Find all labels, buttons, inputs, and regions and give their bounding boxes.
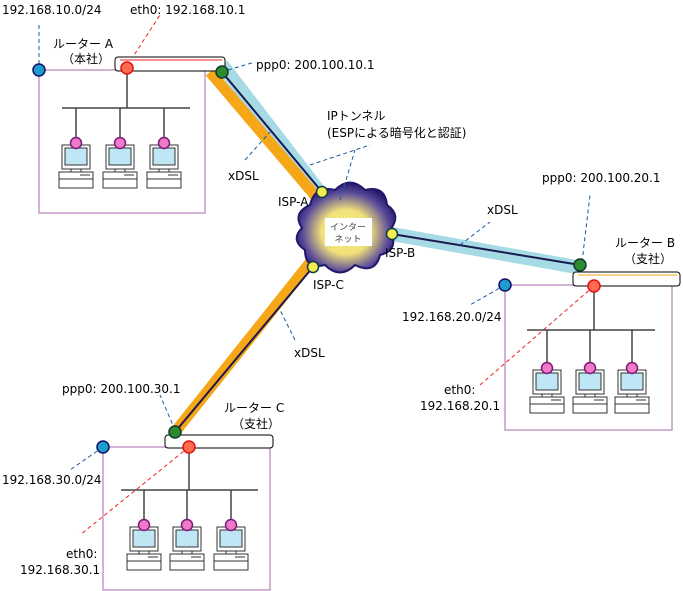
- isp-band: [216, 60, 584, 275]
- ppp0-b-label: ppp0: 200.100.20.1: [542, 171, 661, 185]
- xdsl-label-a: xDSL: [228, 169, 259, 183]
- router-c[interactable]: [164, 434, 274, 449]
- pc-b2: [572, 369, 608, 414]
- pc-b3: [614, 369, 650, 414]
- pc-a3: [146, 144, 182, 189]
- ppp0-a-label: ppp0: 200.100.10.1: [256, 58, 375, 72]
- router-b-type: （支社）: [624, 251, 672, 266]
- eth0-b-dot: [587, 279, 601, 293]
- isp-c-label: ISP-C: [313, 278, 344, 292]
- isp-a-label: ISP-A: [278, 195, 309, 209]
- xdsl-label-c: xDSL: [294, 346, 325, 360]
- internet-label-box: [325, 218, 372, 246]
- ppp0-a-dot: [215, 65, 229, 79]
- router-b-name: ルーター B: [615, 236, 675, 250]
- isp-a-dot: [315, 185, 329, 199]
- pc-c1: [126, 526, 162, 571]
- xdsl-label-b: xDSL: [487, 203, 518, 217]
- pc-c3: [213, 526, 249, 571]
- pc-a1: [58, 144, 94, 189]
- internet-label-2: ネット: [334, 234, 361, 245]
- net-c-label: 192.168.30.0/24: [2, 473, 101, 487]
- eth0-b-address: 192.168.20.1: [420, 399, 500, 413]
- net-a-label: 192.168.10.0/24: [2, 3, 101, 17]
- isp-b-label: ISP-B: [385, 246, 415, 260]
- isp-c-dot: [306, 260, 320, 274]
- router-c-type: （支社）: [232, 416, 280, 431]
- eth0-a-label: eth0: 192.168.10.1: [130, 3, 245, 17]
- router-c-name: ルーター C: [224, 401, 284, 415]
- net-b-label: 192.168.20.0/24: [402, 310, 501, 324]
- tunnel-c: [174, 266, 314, 433]
- ppp0-c-label: ppp0: 200.100.30.1: [62, 382, 181, 396]
- pc-c2: [169, 526, 205, 571]
- router-a-type: （本社）: [62, 51, 110, 66]
- ppp0-b-dot: [573, 258, 587, 272]
- tunnel-label-1: IPトンネル: [327, 109, 386, 123]
- net-b-dot: [498, 278, 512, 292]
- pc-b1: [529, 369, 565, 414]
- net-a-dot: [32, 63, 46, 77]
- tunnel-label-2: (ESPによる暗号化と認証): [327, 125, 466, 140]
- ppp0-c-dot: [168, 425, 182, 439]
- tunnel-a: [221, 71, 323, 193]
- tunnel-b: [391, 233, 581, 266]
- pc-a2: [102, 144, 138, 189]
- net-c-dot: [96, 440, 110, 454]
- eth0-c-dot: [182, 440, 196, 454]
- router-a-name: ルーター A: [53, 37, 114, 51]
- eth0-a-dot: [120, 61, 134, 75]
- eth0-c-label: eth0:: [66, 547, 97, 561]
- internet-label-1: インター: [330, 222, 366, 233]
- eth0-c-address: 192.168.30.1: [20, 563, 100, 577]
- eth0-b-label: eth0:: [444, 383, 475, 397]
- isp-b-dot: [385, 227, 399, 241]
